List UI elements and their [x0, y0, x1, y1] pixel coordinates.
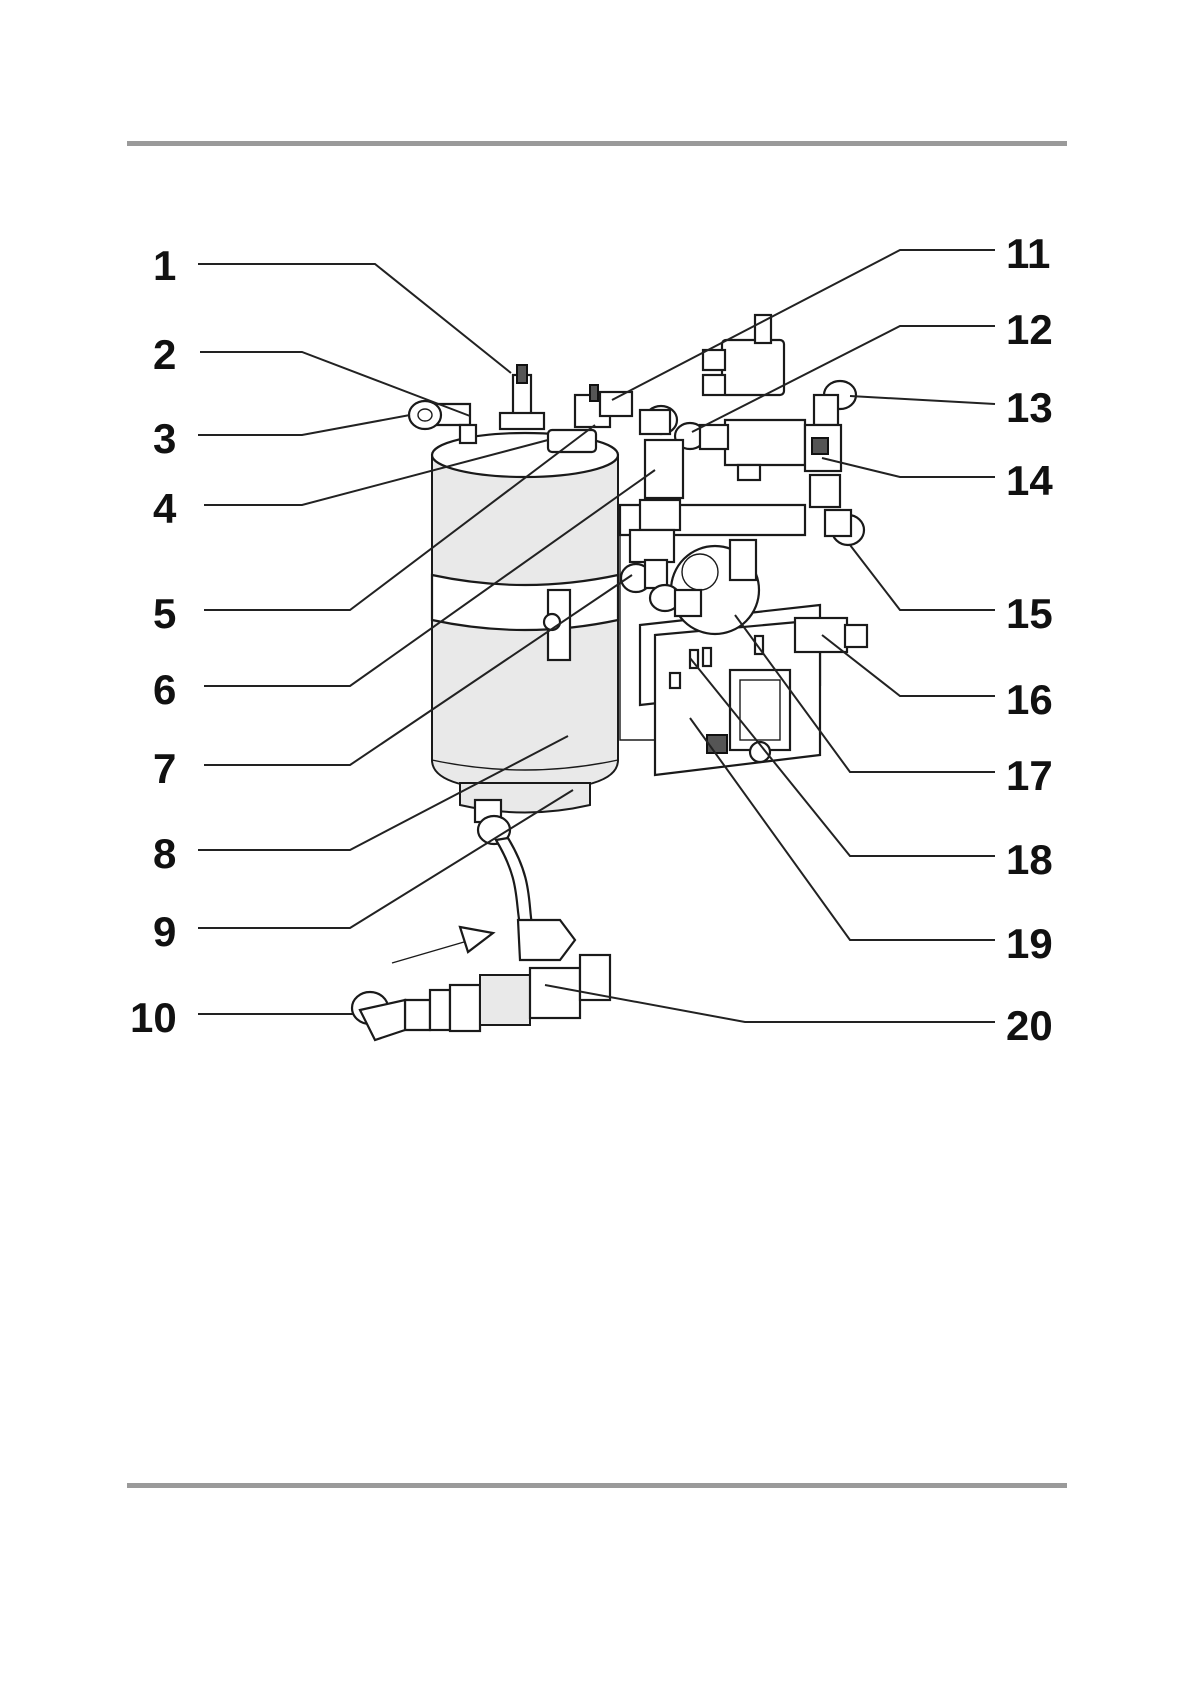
inlet-connector: [352, 955, 610, 1040]
leader-3: [198, 415, 410, 435]
callout-11: 11: [1006, 230, 1050, 277]
solenoid-valve: [675, 315, 805, 480]
callout-10: 10: [130, 994, 177, 1041]
callout-7: 7: [153, 745, 176, 792]
callout-4: 4: [153, 485, 177, 532]
callout-8: 8: [153, 830, 176, 877]
callout-2: 2: [153, 331, 176, 378]
callout-9: 9: [153, 908, 176, 955]
callout-14: 14: [1006, 457, 1053, 504]
tee-fittings: [805, 381, 864, 545]
valve-stack: [621, 406, 683, 592]
callout-20: 20: [1006, 1002, 1053, 1049]
callout-17: 17: [1006, 752, 1053, 799]
callout-12: 12: [1006, 306, 1053, 353]
leader-13: [850, 396, 995, 404]
callout-1: 1: [153, 242, 176, 289]
callout-5: 5: [153, 590, 176, 637]
boiler-tank: [432, 433, 618, 813]
callout-18: 18: [1006, 836, 1053, 883]
flow-arrow: [392, 927, 493, 963]
leader-14: [822, 458, 995, 477]
callout-15: 15: [1006, 590, 1053, 637]
leader-1: [198, 264, 511, 373]
leader-15: [850, 545, 995, 610]
pcb-assembly: [640, 540, 867, 775]
callout-19: 19: [1006, 920, 1053, 967]
callout-3: 3: [153, 415, 176, 462]
callout-13: 13: [1006, 384, 1053, 431]
callout-16: 16: [1006, 676, 1053, 723]
callout-6: 6: [153, 666, 176, 713]
leader-20: [545, 985, 995, 1022]
